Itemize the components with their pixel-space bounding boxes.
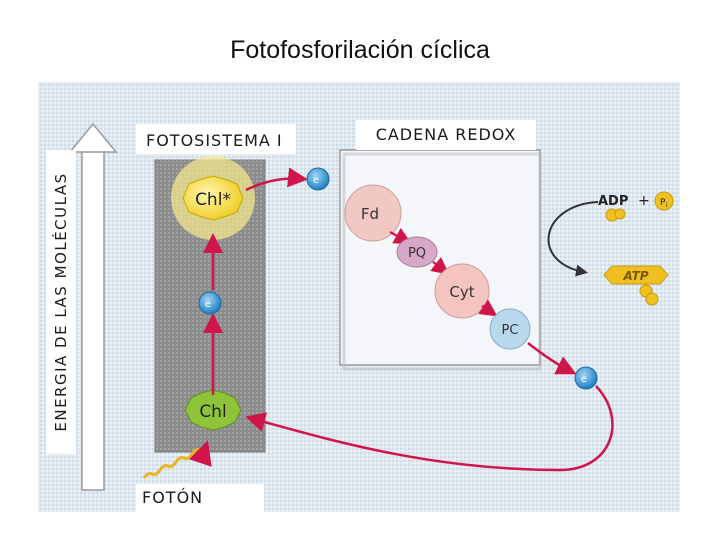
adp-label: ADP xyxy=(598,194,628,209)
photon-label: FOTÓN xyxy=(136,484,264,512)
chl-label: Chl xyxy=(199,402,226,422)
pq-label: PQ xyxy=(408,246,426,261)
electron-right-label: e xyxy=(581,374,587,385)
energy-arrow xyxy=(70,124,116,490)
energy-axis-label-box: ENERGIA DE LAS MOLÉCULAS xyxy=(46,150,76,454)
cyclic-return-arrow xyxy=(250,386,612,470)
cyt-label: Cyt xyxy=(449,283,474,301)
plus-label: + xyxy=(638,193,650,209)
photosystem-label: FOTOSISTEMA I xyxy=(136,124,296,154)
chl-excited-label: Chl* xyxy=(195,190,231,210)
electron-middle-label: e xyxy=(205,299,211,310)
redox-chain-label: CADENA REDOX xyxy=(356,120,536,150)
atp-label: ATP xyxy=(622,269,648,283)
adp-atp-curve-arrow xyxy=(549,202,598,272)
pc-label: PC xyxy=(502,323,519,338)
electron-top-label: e xyxy=(313,175,319,186)
energy-axis-label: ENERGIA DE LAS MOLÉCULAS xyxy=(52,172,70,431)
fd-label: Fd xyxy=(361,205,379,223)
